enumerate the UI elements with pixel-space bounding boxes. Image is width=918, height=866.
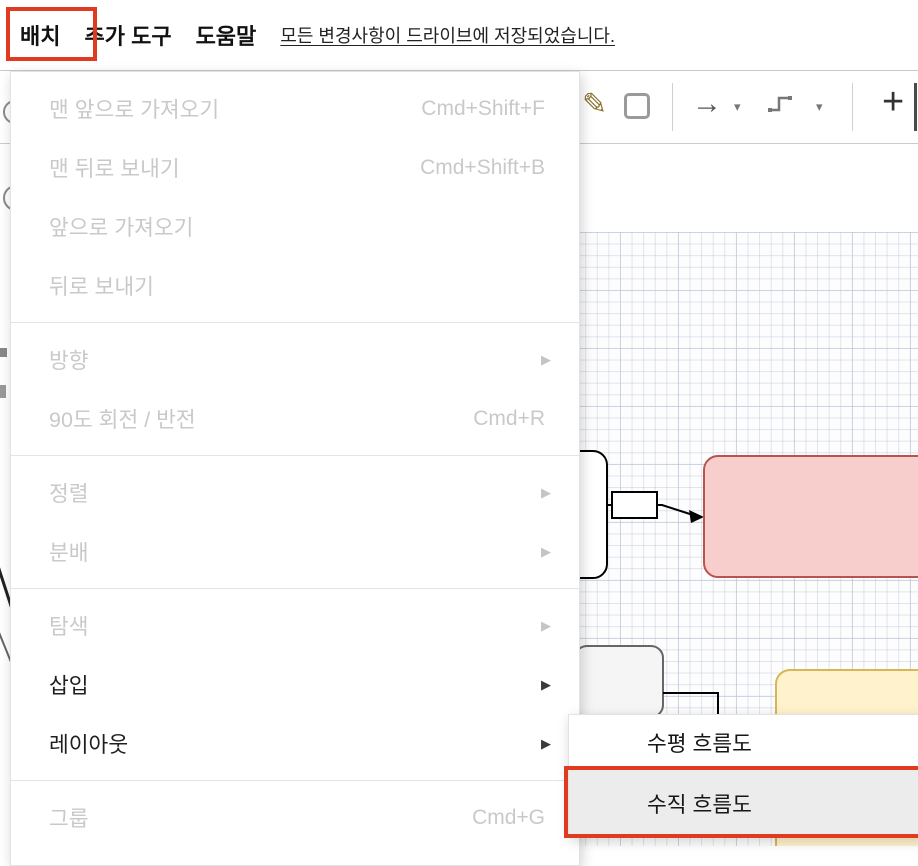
insert-icon[interactable]: +	[882, 81, 905, 123]
menu-separator	[11, 322, 579, 323]
menu-item-label: 레이아웃	[49, 733, 129, 757]
menu-item-label: 앞으로 가져오기	[49, 216, 194, 240]
menu-item-label: 분배	[49, 541, 89, 565]
menu-item-align: 정렬 ▶	[11, 463, 579, 522]
menu-item-direction: 방향 ▶	[11, 330, 579, 389]
submenu-arrow-icon: ▶	[541, 676, 551, 692]
submenu-arrow-icon: ▶	[541, 351, 551, 367]
edge-arrowhead	[689, 510, 704, 523]
edge-label-box[interactable]	[611, 491, 658, 519]
menu-item-label: 뒤로 보내기	[49, 275, 154, 299]
node-gray[interactable]	[574, 645, 664, 718]
menu-item-label: 90도 회전 / 반전	[49, 408, 196, 432]
menu-item-shortcut: Cmd+Shift+F	[421, 96, 545, 120]
connection-arrow-icon[interactable]: →	[692, 87, 722, 120]
menubar-item-arrange[interactable]: 배치	[20, 24, 61, 49]
arrange-menu: 맨 앞으로 가져오기 Cmd+Shift+F 맨 뒤로 보내기 Cmd+Shif…	[10, 71, 580, 866]
menu-item-insert[interactable]: 삽입 ▶	[11, 655, 579, 714]
menu-item-send-to-back: 맨 뒤로 보내기 Cmd+Shift+B	[11, 138, 579, 197]
menu-item-send-backward: 뒤로 보내기	[11, 256, 579, 315]
submenu-item-vertical-flow[interactable]: 수직 흐름도	[569, 770, 918, 836]
node-red[interactable]	[703, 455, 918, 578]
shadow-icon[interactable]	[624, 93, 650, 119]
layout-submenu: 수평 흐름도 수직 흐름도	[568, 714, 918, 837]
menu-separator	[11, 780, 579, 781]
menu-item-label: 그룹	[49, 807, 89, 831]
autosave-status-link[interactable]: 모든 변경사항이 드라이브에 저장되었습니다.	[280, 26, 615, 46]
submenu-item-horizontal-flow[interactable]: 수평 흐름도	[569, 715, 918, 770]
submenu-item-label: 수평 흐름도	[647, 732, 752, 756]
submenu-arrow-icon: ▶	[541, 543, 551, 559]
submenu-arrow-icon: ▶	[541, 484, 551, 500]
panel-edge	[914, 83, 917, 131]
dropdown-caret-icon[interactable]: ▾	[734, 99, 741, 114]
submenu-item-label: 수직 흐름도	[647, 792, 752, 817]
menubar: 배치 추가 도구 도움말 모든 변경사항이 드라이브에 저장되었습니다.	[0, 0, 918, 71]
menu-item-group: 그룹 Cmd+G	[11, 788, 579, 847]
menu-separator	[11, 588, 579, 589]
menu-item-shortcut: Cmd+G	[472, 805, 545, 829]
menu-item-rotate: 90도 회전 / 반전 Cmd+R	[11, 389, 579, 448]
menu-item-shortcut: Cmd+Shift+B	[420, 155, 545, 179]
menubar-item-help[interactable]: 도움말	[195, 24, 257, 49]
menu-item-bring-to-front: 맨 앞으로 가져오기 Cmd+Shift+F	[11, 79, 579, 138]
menu-item-bring-forward: 앞으로 가져오기	[11, 197, 579, 256]
menu-item-label: 탐색	[49, 615, 89, 639]
pencil-icon[interactable]: ✎	[582, 88, 608, 121]
menu-item-label: 방향	[49, 349, 89, 373]
submenu-arrow-icon: ▶	[541, 617, 551, 633]
submenu-arrow-icon: ▶	[541, 735, 551, 751]
menu-item-label: 삽입	[49, 674, 89, 698]
menu-item-label: 정렬	[49, 482, 89, 506]
dropdown-caret-icon[interactable]: ▾	[816, 99, 823, 114]
menu-item-navigation: 탐색 ▶	[11, 596, 579, 655]
edge-connector-2[interactable]	[663, 692, 719, 722]
menu-item-label: 맨 앞으로 가져오기	[49, 98, 220, 122]
waypoint-style-icon[interactable]	[768, 93, 794, 115]
toolbar-separator	[852, 83, 853, 131]
menu-separator	[11, 455, 579, 456]
toolbar-separator	[672, 83, 673, 131]
menu-item-distribute: 분배 ▶	[11, 522, 579, 581]
menubar-item-extras[interactable]: 추가 도구	[84, 24, 172, 49]
menu-item-layout[interactable]: 레이아웃 ▶	[11, 714, 579, 773]
menu-item-label: 맨 뒤로 보내기	[49, 157, 180, 181]
menu-item-shortcut: Cmd+R	[473, 406, 545, 430]
